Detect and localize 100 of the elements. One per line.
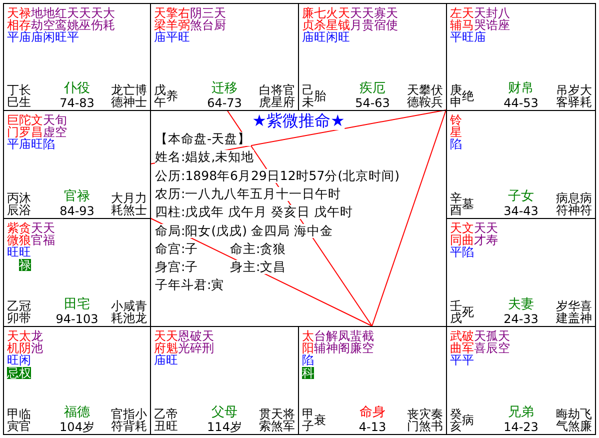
star-name: 天空 xyxy=(498,330,510,354)
deity-name: 咸池 xyxy=(123,300,135,324)
star-name: 天姚 xyxy=(67,7,79,31)
deity-name: 亡神 xyxy=(123,84,135,108)
palace-name: 子女 xyxy=(508,190,534,204)
brightness-label: 庙旺 xyxy=(154,354,178,366)
star-name: 天月 xyxy=(350,7,362,31)
star-name: 火星 xyxy=(326,7,338,31)
deity-name: 病符 xyxy=(556,192,568,216)
star-name: 破碎 xyxy=(190,330,202,354)
age-range: 24-33 xyxy=(504,313,538,325)
age-range: 84-93 xyxy=(60,205,94,217)
star-name: 凤阁 xyxy=(338,330,350,354)
star-name: 寡宿 xyxy=(374,7,386,31)
deity-name: 攀鞍 xyxy=(419,84,431,108)
age-range: 4-13 xyxy=(358,421,386,433)
palace-cell xyxy=(150,326,299,435)
star-name: 天厨 xyxy=(214,7,226,31)
star-name: 紫微 xyxy=(7,222,19,246)
star-name: 天魁 xyxy=(166,330,178,354)
star-name: 廉贞 xyxy=(302,7,314,31)
age-range: 14-23 xyxy=(504,421,538,433)
star-name: 截空 xyxy=(362,330,374,354)
deity-name: 官符 xyxy=(111,408,123,432)
brightness-label: 陷 xyxy=(450,138,462,150)
age-range: 104岁 xyxy=(60,421,94,433)
deity-name: 病符 xyxy=(580,192,592,216)
deity-name: 博士 xyxy=(135,84,147,108)
star-name: 大耗 xyxy=(103,7,115,31)
palace-cell xyxy=(3,3,151,111)
star-name: 蜚廉 xyxy=(350,330,362,354)
transform-badge: 禄 xyxy=(19,259,31,271)
deity-name: 小耗 xyxy=(111,300,123,324)
deity-name: 劫煞 xyxy=(568,408,580,432)
star-name: 天钺 xyxy=(338,7,350,31)
palace-name: 父母 xyxy=(212,406,238,420)
deity-name: 将星 xyxy=(271,84,283,108)
star-name: 七杀 xyxy=(314,7,326,31)
star-name: 台辅 xyxy=(314,330,326,354)
deity-name: 将军 xyxy=(283,408,295,432)
star-name: 龙池 xyxy=(31,330,43,354)
palace-name: 兄弟 xyxy=(508,406,534,420)
star-name: 巨门 xyxy=(7,114,19,138)
stem-branch: 丙辰 xyxy=(7,192,19,216)
star-name: 文曲 xyxy=(462,222,474,246)
age-range: 94-103 xyxy=(56,313,98,325)
star-name: 天巫 xyxy=(79,7,91,31)
star-name: 天刑 xyxy=(202,330,214,354)
palace-cell xyxy=(446,3,596,111)
deity-name: 晦气 xyxy=(556,408,568,432)
age-range: 54-63 xyxy=(355,97,390,109)
star-name: 太阴 xyxy=(19,330,31,354)
star-name: 阴煞 xyxy=(190,7,202,31)
life-stage: 沐浴 xyxy=(19,192,31,216)
star-name: 八座 xyxy=(498,7,510,31)
star-name: 贪狼 xyxy=(19,222,31,246)
brightness-label: 陷 xyxy=(302,354,314,366)
palace-cell xyxy=(298,326,447,435)
brightness-label: 平庙庙闲旺平 xyxy=(7,31,79,43)
life-stage: 衰 xyxy=(314,414,326,426)
brightness-label: 庙平旺 xyxy=(154,31,190,43)
deity-name: 灾煞 xyxy=(419,408,431,432)
stem-branch: 乙卯 xyxy=(7,300,19,324)
stem-branch: 辛酉 xyxy=(450,192,462,216)
star-name: 天福 xyxy=(43,222,55,246)
deity-name: 岁驿 xyxy=(568,84,580,108)
age-range: 64-73 xyxy=(207,97,242,109)
palace-name: 夫妻 xyxy=(508,298,534,312)
deity-name: 息神 xyxy=(568,192,580,216)
life-stage: 墓 xyxy=(462,198,474,210)
star-name: 孤辰 xyxy=(486,330,498,354)
palace-name: 疾厄 xyxy=(360,82,386,96)
stem-branch: 乙丑 xyxy=(154,408,166,432)
life-stage: 病 xyxy=(462,414,474,426)
deity-name: 伏兵 xyxy=(431,84,443,108)
star-name: 天马 xyxy=(462,7,474,31)
star-name: 天喜 xyxy=(474,330,486,354)
star-name: 右弼 xyxy=(178,7,190,31)
deity-name: 龙德 xyxy=(111,84,123,108)
brightness-label: 平平 xyxy=(450,354,474,366)
palace-cell xyxy=(298,3,447,111)
palace-name: 迁移 xyxy=(212,82,238,96)
deity-name: 大耗 xyxy=(111,192,123,216)
star-name: 天府 xyxy=(154,330,166,354)
brightness-label: 平陷 xyxy=(450,246,474,258)
deity-name: 力士 xyxy=(135,192,147,216)
deity-name: 小耗 xyxy=(135,408,147,432)
palace-cell xyxy=(446,218,596,327)
palace-name: 官禄 xyxy=(64,190,90,204)
palace-name: 财帛 xyxy=(508,82,534,96)
star-name: 天虚 xyxy=(43,114,55,138)
age-range: 74-83 xyxy=(60,97,94,109)
palace-name: 田宅 xyxy=(64,298,90,312)
stem-branch: 壬戌 xyxy=(450,300,462,324)
transform-badge: 忌 xyxy=(7,367,19,379)
star-name: 解神 xyxy=(326,330,338,354)
deity-name: 奏书 xyxy=(431,408,443,432)
star-name: 左辅 xyxy=(450,7,462,31)
deity-name: 岁建 xyxy=(556,300,568,324)
brightness-label: 平庙旺陷 xyxy=(7,138,55,150)
